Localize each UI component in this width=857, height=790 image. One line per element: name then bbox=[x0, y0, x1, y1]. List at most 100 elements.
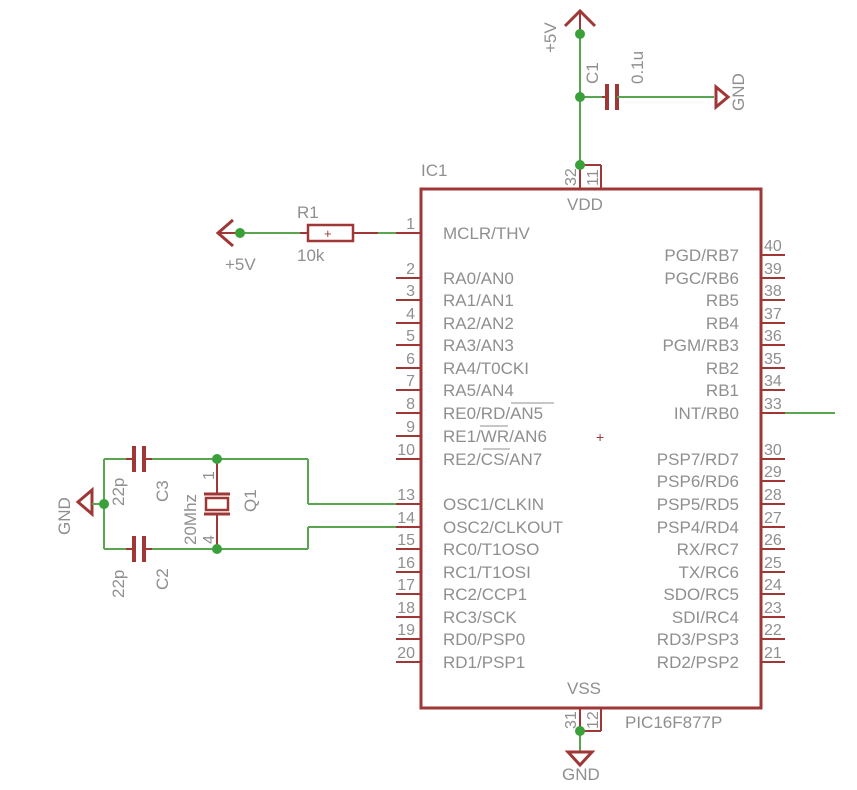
ic-vss-label: VSS bbox=[567, 679, 601, 698]
ic-pin-name: RD2/PSP2 bbox=[657, 653, 739, 672]
ic-pin-num: 30 bbox=[764, 442, 782, 459]
ic-pin-name: RC3/SCK bbox=[443, 608, 517, 627]
ic-pin-num: 7 bbox=[406, 373, 415, 390]
ic-pin-name: RD0/PSP0 bbox=[443, 630, 525, 649]
ic-pin-name: RB1 bbox=[706, 381, 739, 400]
ic-pin-num: 27 bbox=[764, 510, 782, 527]
vdd-pin-num-11: 11 bbox=[585, 169, 602, 186]
ic-pin-name: SDI/RC4 bbox=[672, 608, 739, 627]
ic-pin-name: OSC2/CLKOUT bbox=[443, 518, 563, 537]
ic-pin-num: 26 bbox=[764, 532, 782, 549]
ic-pin-num: 2 bbox=[406, 261, 415, 278]
ic-pin-name: PSP6/RD6 bbox=[657, 472, 739, 491]
ic-pin-name: RC0/T1OSO bbox=[443, 540, 539, 559]
ic-pin-name: RE1/WR/AN6 bbox=[443, 427, 547, 446]
ic-pin-num: 24 bbox=[764, 577, 782, 594]
ic-pin-name: RA3/AN3 bbox=[443, 336, 514, 355]
ic-pin-name: RB2 bbox=[706, 359, 739, 378]
ic-pin-num: 40 bbox=[764, 238, 782, 255]
ic-pin-num: 4 bbox=[406, 306, 415, 323]
ic-vdd-label: VDD bbox=[567, 195, 603, 214]
junction-vdd bbox=[575, 160, 585, 170]
ic-pin-name: PSP7/RD7 bbox=[657, 450, 739, 469]
ic-body bbox=[419, 187, 763, 710]
ic-pin-num: 6 bbox=[406, 351, 415, 368]
ic-pin-name: RA4/T0CKI bbox=[443, 359, 529, 378]
ic-pin-num: 8 bbox=[406, 396, 415, 413]
vdd-pin-num-32: 32 bbox=[563, 168, 580, 186]
ic-pin-num: 25 bbox=[764, 555, 782, 572]
ic-pin-num: 14 bbox=[397, 510, 415, 527]
ic-pin-name: RA1/AN1 bbox=[443, 291, 514, 310]
vcc-label-mclr: +5V bbox=[225, 255, 256, 274]
ic-pin-name: RE0/RD/AN5 bbox=[443, 404, 543, 423]
ic-pin-name: TX/RC6 bbox=[679, 563, 739, 582]
gnd-label-c1: GND bbox=[729, 73, 748, 111]
ic-pin-name: RX/RC7 bbox=[677, 540, 739, 559]
junction-vcc-mclr bbox=[235, 228, 245, 238]
q1-value: 20Mhz bbox=[181, 494, 200, 545]
junction-q1-bottom bbox=[212, 544, 222, 554]
ic-pin-name: RA5/AN4 bbox=[443, 381, 514, 400]
ic-pin-num: 39 bbox=[764, 261, 782, 278]
ic-pin-num: 15 bbox=[397, 532, 415, 549]
ic-pin-num: 1 bbox=[406, 216, 415, 233]
ic-pin-name: PSP4/RD4 bbox=[657, 518, 739, 537]
ic-pin-name: PGC/RB6 bbox=[664, 269, 739, 288]
ic-pin-num: 33 bbox=[764, 396, 782, 413]
c2-name: C2 bbox=[153, 568, 172, 590]
ic-pin-num: 17 bbox=[397, 577, 415, 594]
ic-pin-name: RE2/CS/AN7 bbox=[443, 450, 542, 469]
c3-name: C3 bbox=[153, 480, 172, 502]
q1-pin1-num: 1 bbox=[201, 471, 218, 480]
gnd-symbol-osc bbox=[75, 486, 94, 518]
ic-pin-name: RA2/AN2 bbox=[443, 314, 514, 333]
ic-pin-name: RB5 bbox=[706, 291, 739, 310]
ic-pin-num: 28 bbox=[764, 487, 782, 504]
ic-pin-num: 20 bbox=[397, 645, 415, 662]
ic-pin-num: 34 bbox=[764, 373, 782, 390]
ic-pin-num: 18 bbox=[397, 600, 415, 617]
ic-pin-name: PSP5/RD5 bbox=[657, 495, 739, 514]
gnd-label-osc: GND bbox=[55, 497, 74, 535]
c2-value: 22p bbox=[109, 570, 128, 598]
q1-name: Q1 bbox=[241, 489, 260, 512]
ic-pin-num: 22 bbox=[764, 622, 782, 639]
ic-pin-name: RB4 bbox=[706, 314, 739, 333]
ic-pin-name: RD1/PSP1 bbox=[443, 653, 525, 672]
ic-pin-num: 3 bbox=[406, 283, 415, 300]
gnd-symbol-bottom bbox=[564, 750, 596, 768]
q1-pin4-num: 4 bbox=[201, 535, 218, 544]
junction-vss bbox=[575, 726, 585, 736]
gnd-symbol-c1 bbox=[714, 83, 731, 111]
c1-value: 0.1u bbox=[628, 51, 647, 84]
ic-pin-num: 9 bbox=[406, 419, 415, 436]
ic-pin-num: 23 bbox=[764, 600, 782, 617]
ic-pin-name: INT/RB0 bbox=[674, 404, 739, 423]
junction-c1 bbox=[575, 92, 585, 102]
ic-pin-num: 37 bbox=[764, 306, 782, 323]
ic-part: PIC16F877P bbox=[625, 713, 722, 732]
q1-body bbox=[204, 496, 230, 512]
junction-q1-top bbox=[212, 454, 222, 464]
ic-pin-num: 29 bbox=[764, 464, 782, 481]
vcc-label-top: +5V bbox=[541, 22, 560, 53]
r1-value: 10k bbox=[297, 246, 325, 265]
ic-pin-name: RA0/AN0 bbox=[443, 269, 514, 288]
junction-gnd-osc bbox=[99, 499, 109, 509]
r1-name: R1 bbox=[297, 203, 319, 222]
ic-pin-num: 36 bbox=[764, 328, 782, 345]
ic-center-mark: + bbox=[596, 429, 604, 445]
r1-center-mark: + bbox=[324, 226, 332, 241]
junction-vcc-top bbox=[575, 29, 585, 39]
ic-pin-num: 35 bbox=[764, 351, 782, 368]
ic-pin-name: RD3/PSP3 bbox=[657, 630, 739, 649]
ic-right-pins: 40PGD/RB739PGC/RB638RB537RB436PGM/RB335R… bbox=[657, 238, 785, 672]
vss-pin-num-31: 31 bbox=[563, 711, 580, 729]
ic-pin-name: MCLR/THV bbox=[443, 224, 531, 243]
ic-name: IC1 bbox=[421, 161, 447, 180]
vss-pin-num-12: 12 bbox=[585, 711, 602, 729]
ic-pin-name: PGD/RB7 bbox=[664, 246, 739, 265]
ic-pin-num: 38 bbox=[764, 283, 782, 300]
